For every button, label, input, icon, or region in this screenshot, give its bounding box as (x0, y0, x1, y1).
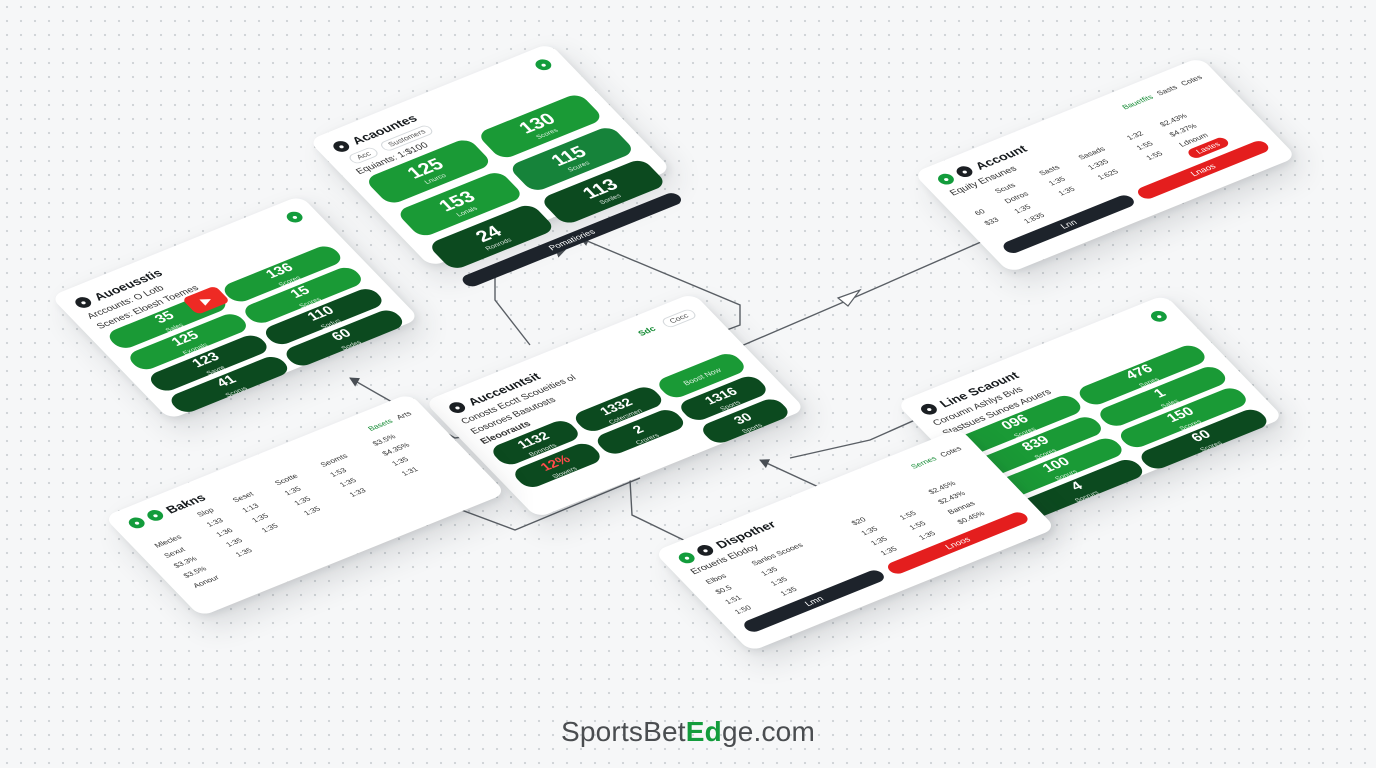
brand-highlight: Ed (685, 716, 722, 747)
app-logo-icon: ● (953, 164, 976, 179)
arrow-hollow-head (836, 288, 862, 307)
brand-suffix: ge.com (721, 716, 815, 747)
arrow-bottom-to-center (759, 459, 826, 491)
app-logo-icon: ● (330, 139, 353, 154)
app-logo-icon: ● (446, 400, 469, 415)
arrow-center-to-bottomleft (439, 477, 641, 531)
status-icon: ● (1147, 309, 1170, 324)
app-logo-icon: ● (694, 543, 717, 558)
status-icon: ● (675, 550, 698, 566)
brand-wordmark: SportsBetEdge.com (0, 716, 1376, 748)
status-badge: Sdc (635, 324, 658, 338)
app-logo-icon: ● (72, 295, 95, 310)
header-link[interactable]: Arts (394, 409, 414, 421)
header-link[interactable]: Sasts (1154, 83, 1179, 97)
header-link[interactable]: Cotes (1178, 73, 1204, 87)
status-icon: ● (532, 57, 555, 73)
header-link[interactable]: Cotes (937, 444, 964, 459)
header-link[interactable]: Sernes (908, 454, 939, 470)
status-icon: ● (283, 209, 306, 225)
status-icon: ● (144, 508, 167, 523)
app-logo-icon: ● (917, 401, 940, 417)
brand-prefix: SportsBet (561, 716, 686, 747)
arrow-center-to-topright (689, 237, 991, 369)
status-icon: ● (125, 515, 148, 531)
status-icon: ● (934, 171, 957, 187)
